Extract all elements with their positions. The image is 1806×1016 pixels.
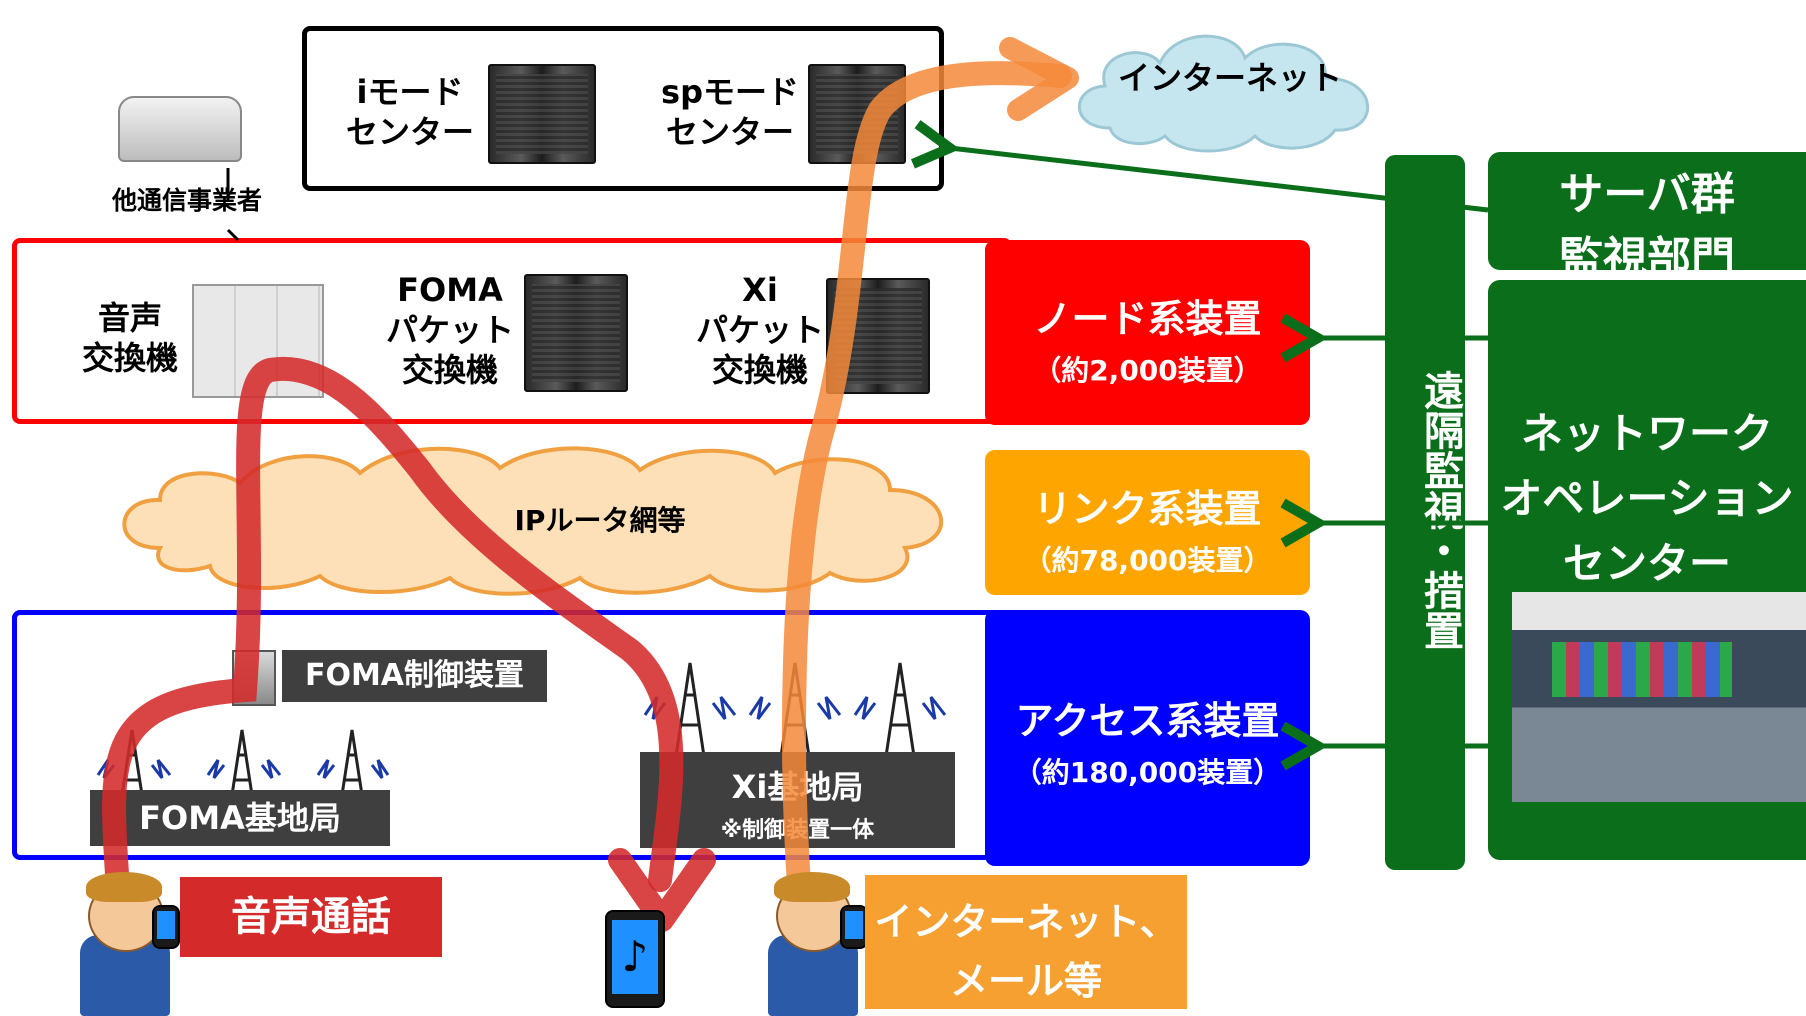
access-category-title: アクセス系装置 [1015,699,1280,743]
server-monitoring-dept: サーバ群 監視部門 [1488,152,1806,284]
voice-call-legend: 音声通話 [180,877,442,957]
other-carrier-label: 他通信事業者 [111,186,262,215]
operation-room-photo [1512,592,1806,802]
link-category-title: リンク系装置 [1033,487,1262,531]
imode-server-icon [488,64,596,164]
access-category-panel: アクセス系装置 （約180,000装置） [985,610,1310,866]
foma-control-tag: FOMA制御装置 [282,650,547,702]
ip-router-cloud [122,446,944,596]
link-category-count: （約78,000装置） [1023,544,1272,577]
phone-icon [840,905,868,949]
modem-icon [118,96,242,162]
imode-center-label: iモードセンター [345,73,474,151]
foma-packet-server-icon [524,274,628,392]
remote-monitoring-label: 遠隔監視・措置 [1417,370,1463,650]
internet-label: インターネット [1117,59,1342,97]
remote-monitoring-bar [1385,155,1465,870]
spmode-center-label: spモードセンター [661,73,799,151]
smartphone-music-icon: ♪ [605,910,665,1008]
voice-switch-label: 音声交換機 [81,299,178,377]
display-wall-icon [1552,642,1732,697]
ip-router-label: IPルータ網等 [514,504,686,537]
node-category-count: （約2,000装置） [1033,354,1262,387]
service-center-box [302,26,944,191]
node-category-panel: ノード系装置 （約2,000装置） [985,240,1310,425]
internet-mail-legend: インターネット、 メール等 [865,875,1187,1009]
access-category-count: （約180,000装置） [1013,756,1282,789]
foma-base-station-tag: FOMA基地局 [90,790,390,846]
internet-cloud [1077,34,1370,153]
phone-icon [152,905,180,949]
node-category-title: ノード系装置 [1033,297,1262,341]
link-category-panel: リンク系装置 （約78,000装置） [985,450,1310,595]
